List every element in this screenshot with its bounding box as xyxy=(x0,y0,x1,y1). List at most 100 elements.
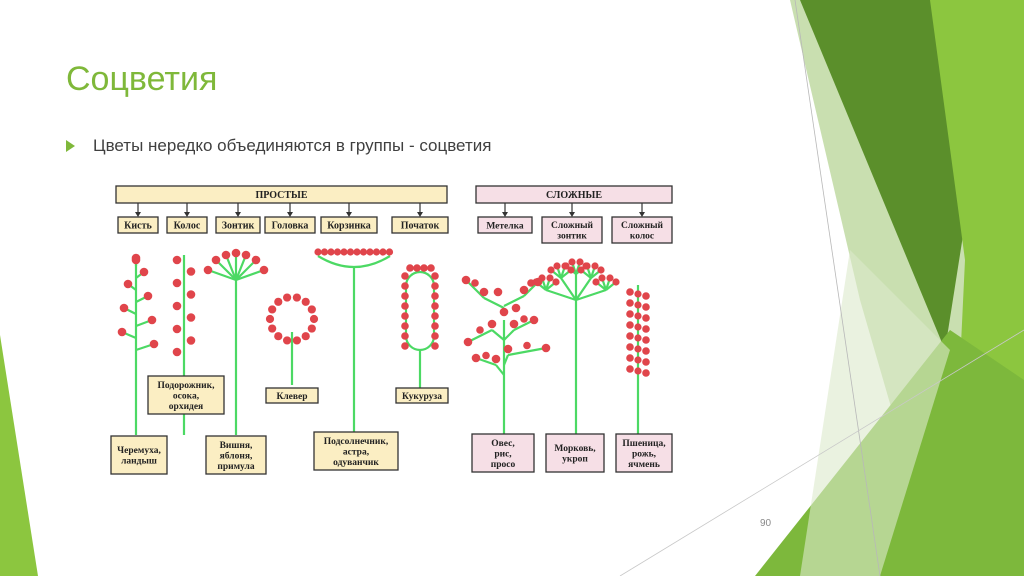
type-1: Колос xyxy=(174,221,201,232)
example-1-line: орхидея xyxy=(169,402,203,412)
flower xyxy=(487,319,497,329)
example-0-line: ландыш xyxy=(121,457,157,467)
flower xyxy=(143,291,153,301)
flower xyxy=(353,248,361,256)
flower xyxy=(241,250,251,260)
flower xyxy=(626,332,634,340)
example-7-box xyxy=(545,433,605,473)
flower xyxy=(427,264,435,272)
flower xyxy=(577,266,585,274)
page-number: 90 xyxy=(760,518,772,529)
flower xyxy=(626,343,634,351)
flower xyxy=(626,310,634,318)
ctype-2-line: колос xyxy=(630,232,654,242)
flower xyxy=(546,274,554,282)
flower xyxy=(626,321,634,329)
flower xyxy=(491,354,501,364)
flower xyxy=(482,351,490,360)
flower xyxy=(538,274,546,282)
type-0: Кисть xyxy=(124,221,152,232)
ctype-1-line: Сложный xyxy=(551,220,593,231)
example-7-line: укроп xyxy=(562,455,588,465)
flower xyxy=(634,290,642,298)
flower xyxy=(119,303,129,313)
example-4-line: одуванчик xyxy=(333,458,379,468)
flower xyxy=(511,303,521,313)
example-3: Клевер xyxy=(276,392,307,402)
header-complex: СЛОЖНЫЕ xyxy=(546,190,602,201)
flower xyxy=(567,266,575,274)
example-1-line: осока, xyxy=(173,391,200,401)
divider-line-2 xyxy=(619,329,1024,576)
type-4: Корзинка xyxy=(327,221,371,232)
example-6-box xyxy=(471,433,535,473)
flower xyxy=(251,255,261,265)
flower xyxy=(479,287,489,297)
flower xyxy=(420,264,428,272)
ctype-2-box xyxy=(611,216,673,244)
flower xyxy=(634,301,642,309)
flower xyxy=(431,302,439,310)
flower xyxy=(314,248,322,256)
flower xyxy=(509,319,519,329)
stem xyxy=(207,268,237,282)
flower xyxy=(592,278,600,286)
stem xyxy=(491,329,505,341)
flower xyxy=(320,248,329,256)
flower xyxy=(172,301,182,311)
flower xyxy=(493,287,503,297)
flower xyxy=(265,314,275,324)
arrow-complex-0-head xyxy=(502,212,508,217)
flower xyxy=(186,336,196,345)
spadix-axis xyxy=(404,270,436,352)
flower xyxy=(626,299,634,307)
flower xyxy=(327,248,335,256)
flower xyxy=(149,339,159,349)
example-4-box xyxy=(313,431,399,471)
flower xyxy=(499,307,509,317)
type-3-box xyxy=(264,216,316,234)
arrow-simple-1-head xyxy=(184,212,190,217)
stem xyxy=(560,277,577,301)
bullet-text: Цветы нередко объединяются в группы - со… xyxy=(93,136,492,155)
flower xyxy=(401,322,409,330)
example-2-line: примула xyxy=(217,462,255,472)
stem xyxy=(467,329,493,343)
type-3: Головка xyxy=(272,221,309,232)
flower xyxy=(268,305,277,314)
example-6-line: рис, xyxy=(494,449,512,459)
flower xyxy=(642,358,650,366)
flower xyxy=(583,262,591,270)
example-0: Черемуха,ландыш xyxy=(117,446,161,467)
flower xyxy=(307,324,316,333)
flower xyxy=(359,248,368,256)
bullet-item: Цветы нередко объединяются в группы - со… xyxy=(66,136,491,156)
type-0-line: Кисть xyxy=(124,221,152,232)
header-simple-line: ПРОСТЫЕ xyxy=(255,190,307,201)
stem xyxy=(495,364,505,376)
flower xyxy=(461,275,471,285)
example-3-line: Клевер xyxy=(276,392,307,402)
flower xyxy=(431,312,439,320)
flower xyxy=(231,248,241,258)
flower xyxy=(340,248,348,256)
flower xyxy=(372,248,381,256)
arrow-simple-2-head xyxy=(235,212,241,217)
arrow-complex-1-head xyxy=(569,212,575,217)
flower xyxy=(274,332,283,341)
flower xyxy=(431,272,439,280)
example-4: Подсолнечник,астра,одуванчик xyxy=(324,437,389,468)
flower xyxy=(221,250,231,260)
flower xyxy=(431,342,439,350)
example-6-line: просо xyxy=(491,460,516,470)
example-5-line: Кукуруза xyxy=(402,392,442,402)
flower xyxy=(520,315,528,323)
type-5: Початок xyxy=(401,221,440,232)
type-0-box xyxy=(117,216,159,234)
flower xyxy=(139,267,149,277)
flower xyxy=(471,353,481,363)
example-2-box xyxy=(205,435,267,475)
receptacle xyxy=(317,255,391,268)
ctype-0-box xyxy=(477,216,533,234)
